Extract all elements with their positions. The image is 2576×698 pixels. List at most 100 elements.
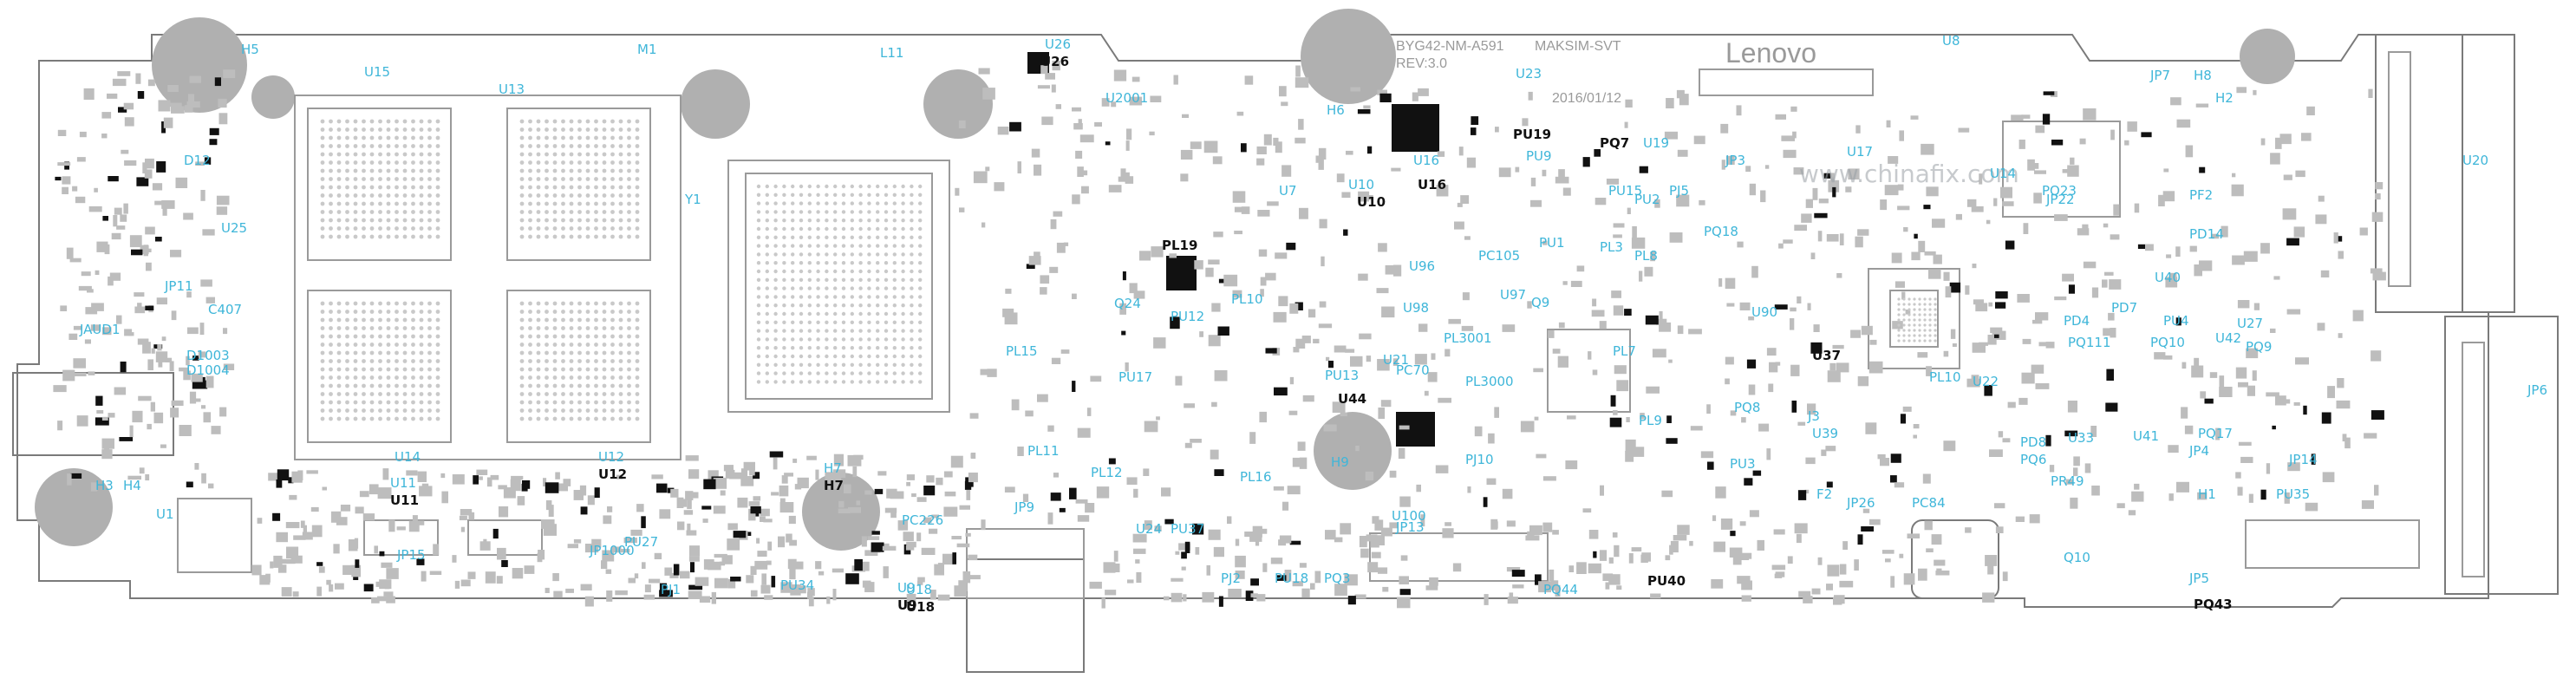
smd-component	[62, 186, 68, 194]
component-label-dark: U10	[1357, 194, 1386, 210]
memory-chip-u15	[307, 108, 452, 261]
smd-component	[815, 469, 819, 480]
smd-component	[630, 529, 642, 536]
smd-component	[2163, 168, 2169, 173]
smd-component	[1726, 303, 1735, 307]
smd-component	[1050, 219, 1057, 230]
smd-component	[1552, 349, 1561, 354]
bga-ball	[825, 244, 829, 248]
bga-ball	[850, 295, 854, 299]
smd-component	[1213, 546, 1224, 558]
bga-ball	[892, 311, 897, 316]
bga-ball	[901, 320, 905, 324]
smd-component	[2104, 271, 2114, 276]
smd-component	[162, 204, 167, 216]
smd-component	[1798, 590, 1811, 597]
smd-component	[205, 375, 214, 388]
bga-ball	[519, 342, 525, 347]
smd-component	[1190, 439, 1202, 443]
smd-component	[903, 532, 914, 542]
bga-ball	[435, 301, 440, 306]
bga-ball	[765, 269, 769, 274]
bga-ball	[910, 295, 914, 299]
smd-component	[55, 176, 62, 181]
smd-component	[1380, 527, 1392, 537]
smd-component	[1817, 557, 1823, 565]
smd-component	[75, 196, 86, 204]
smd-component	[607, 506, 613, 512]
smd-component	[1089, 581, 1102, 589]
smd-component	[1973, 299, 1984, 305]
bga-ball	[427, 226, 432, 231]
smd-component	[201, 473, 206, 484]
smd-component	[1810, 252, 1816, 259]
smd-component	[1665, 555, 1671, 561]
bga-ball	[336, 144, 342, 148]
bga-ball	[411, 408, 415, 413]
smd-component	[623, 538, 637, 544]
bga-ball	[850, 277, 854, 282]
smd-component	[1803, 596, 1813, 603]
smd-component	[2273, 276, 2280, 280]
bga-ball	[782, 329, 786, 333]
smd-component	[138, 395, 152, 401]
bga-ball	[536, 301, 541, 306]
bga-ball	[395, 226, 399, 231]
bga-ball	[876, 320, 880, 324]
bga-ball	[594, 160, 598, 165]
smd-component	[1713, 541, 1725, 552]
smd-component	[2091, 287, 2099, 298]
bga-ball	[536, 342, 541, 347]
bga-ball	[536, 392, 541, 396]
bga-ball	[545, 210, 549, 214]
bga-ball	[850, 252, 854, 257]
smd-component	[1293, 347, 1300, 353]
bga-ball	[635, 359, 640, 363]
smd-component	[1108, 458, 1116, 465]
smd-component	[711, 591, 716, 604]
smd-component	[290, 555, 303, 564]
smd-component	[1827, 564, 1840, 577]
bga-ball	[402, 226, 408, 231]
bga-ball	[884, 277, 889, 282]
smd-component	[95, 395, 103, 406]
bga-ball	[884, 303, 889, 308]
smd-component	[2240, 456, 2253, 463]
smd-component	[490, 474, 499, 480]
smd-component	[1056, 242, 1066, 253]
bga-ball	[841, 286, 846, 290]
smd-component	[767, 541, 773, 551]
bga-ball	[395, 317, 399, 323]
smd-component	[2286, 309, 2301, 315]
smd-component	[748, 501, 760, 506]
bga-ball	[386, 168, 391, 173]
bga-ball	[876, 201, 880, 205]
smd-component	[773, 457, 778, 470]
bga-ball	[850, 192, 854, 197]
smd-component	[649, 578, 661, 584]
bga-ball	[427, 392, 432, 396]
smd-component	[186, 481, 193, 488]
bga-ball	[765, 219, 769, 223]
bga-ball	[610, 383, 615, 388]
bga-ball	[635, 119, 640, 124]
bga-ball	[850, 371, 854, 375]
bga-ball	[419, 135, 424, 140]
smd-component	[1328, 361, 1334, 369]
smd-component	[460, 526, 465, 532]
smd-component	[955, 187, 960, 196]
bga-ball	[353, 375, 358, 380]
component-label: PL16	[1240, 469, 1272, 485]
smd-component	[1899, 130, 1904, 141]
smd-component	[355, 559, 360, 568]
smd-component	[1144, 421, 1158, 433]
smd-component	[2279, 134, 2292, 145]
smd-component	[1639, 271, 1643, 282]
smd-component	[958, 120, 966, 128]
bga-ball	[1928, 329, 1932, 332]
bga-ball	[345, 168, 349, 173]
smd-component	[1522, 118, 1529, 127]
bga-ball	[369, 310, 375, 314]
bga-ball	[807, 362, 812, 367]
bga-ball	[561, 375, 565, 380]
